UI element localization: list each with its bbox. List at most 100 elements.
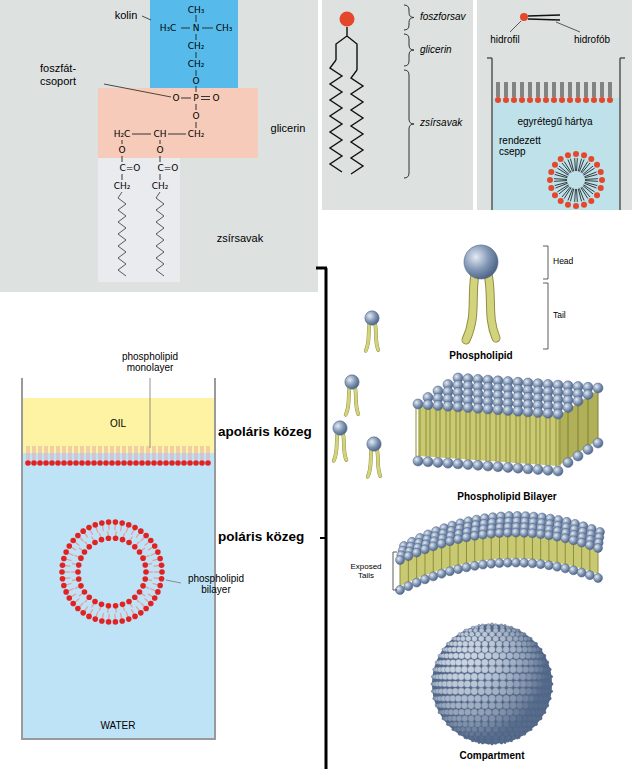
phosphate-head [113,535,119,541]
lipid-head [462,721,468,727]
lipid-head [458,653,464,659]
lipid-head [569,566,578,575]
formula-atom: H₃C [160,24,177,33]
phosphate-head [82,549,88,555]
phosphate-head [567,97,573,103]
lipid-tail [152,583,157,584]
lipid-head [478,560,487,569]
lipid-head [536,560,545,569]
lipid-head [503,721,509,727]
leader-line [150,378,151,448]
phosphate-head [113,519,119,525]
phosphate-head [60,576,66,582]
lipid-head [510,715,516,721]
phosphate-head [543,97,549,103]
phosphate-head [143,533,149,539]
lipid-head [455,666,462,673]
lipid-head [468,702,475,709]
lipid-head [465,636,471,642]
lipid-head [453,402,463,412]
phosphate-head [92,540,98,546]
bond-line [196,86,197,92]
phosphate-head [588,198,594,204]
lipid-head [522,715,528,721]
bond-line [122,140,123,144]
bond-line [181,98,191,99]
lipid-head [413,456,423,466]
lipid-tail [526,414,530,464]
lipid-head [507,726,513,732]
lipid-head [496,702,503,709]
lipid-tail [377,449,380,476]
phosphate-head [70,601,76,607]
lipid-tail [366,323,370,351]
lipid-head [475,721,481,727]
phosphate-head [113,619,119,625]
node-label: zsírsavak [217,232,263,245]
lipid-head [522,659,529,666]
lipid-head [492,673,499,680]
lipid-tail [159,446,161,460]
lipid-tail [334,433,338,461]
lipid-tail [355,387,358,414]
lipid-head [458,709,464,715]
formula-atom: CH₃ [216,24,233,33]
lipid-head [445,567,454,576]
lipid-head [467,695,474,702]
bond-line [122,174,123,180]
lipid-tail [577,82,579,97]
lipid-head [478,652,485,659]
lipid-tail [136,533,139,537]
lipid-tail [377,449,380,476]
lipid-tail [141,603,145,607]
tail-face [400,533,598,586]
phosphate-head [169,460,175,466]
lipid-tail [343,433,346,460]
phosphate-head [25,460,31,466]
phosphate-head [548,169,554,175]
lipid-head [412,548,421,557]
lipid-tail [90,609,93,614]
bond-line [122,156,123,162]
lipid-tail [201,446,203,460]
lipid-head [468,715,474,721]
lipid-head [461,666,468,673]
phosphate-head [573,203,579,209]
lipid-tail [171,446,173,460]
lipid-head [503,405,513,415]
lipid-head [503,695,510,702]
lipid-head [461,695,468,702]
lipid-head [404,582,413,591]
lipid-tail [151,553,156,555]
lipid-head [583,389,593,399]
lipid-head [573,396,583,406]
lipid-tail [562,187,571,199]
lipid-tail [556,416,560,466]
phosphate-head [85,460,91,466]
formula-atom: CH₂ [188,42,205,51]
part-name: phospholipid bilayer [180,573,252,596]
lipid-head [519,709,525,715]
lipid-head [464,245,498,279]
lipid-tail [466,274,475,340]
lipid-tail [416,406,420,456]
bond-line [196,52,197,58]
lipid-head [528,559,537,568]
lipid-head [456,647,462,653]
phospholipid-figure [333,245,548,477]
part-name: glicerin [420,44,452,56]
lipid-head [522,666,529,673]
lipid-head [513,653,520,660]
lipid-head [495,529,504,538]
lipid-tail [107,531,109,535]
phosphate-head [145,460,151,466]
lipid-head [553,409,563,419]
lipid-head [513,680,520,687]
lipid-tail [79,548,83,551]
bracket [393,552,397,590]
phosphate-head [551,97,557,103]
lipid-head [503,715,510,722]
lipid-head [561,564,570,573]
lipid-head [506,709,513,716]
lipid-head [491,623,494,626]
